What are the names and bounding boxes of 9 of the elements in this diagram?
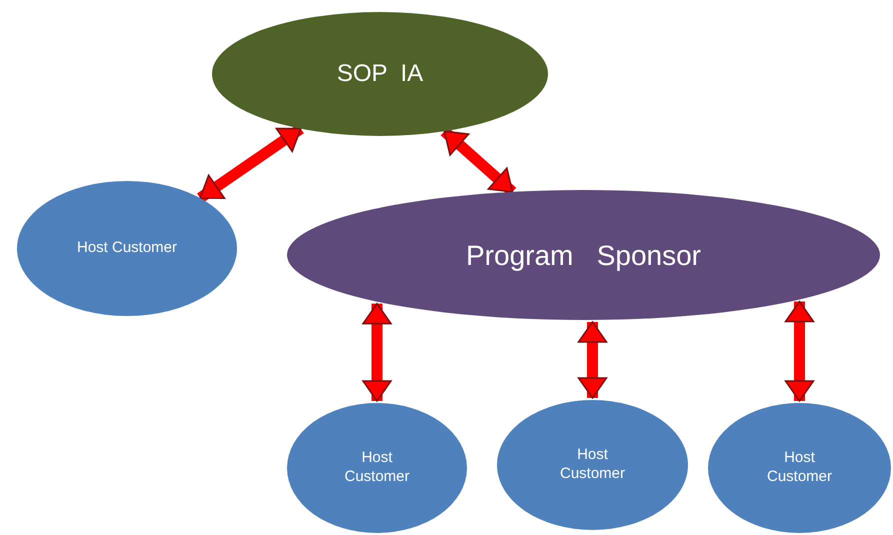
node-label: Program Sponsor — [466, 238, 701, 272]
node-label: SOP IA — [336, 59, 424, 89]
double-arrow — [784, 300, 814, 402]
node-label: Host Customer — [76, 239, 178, 258]
node-label: Host Customer — [766, 449, 834, 487]
node-label: Host Customer — [558, 446, 626, 484]
double-arrow — [578, 321, 608, 399]
node-label: Host Customer — [343, 449, 411, 487]
double-arrow — [362, 302, 392, 402]
